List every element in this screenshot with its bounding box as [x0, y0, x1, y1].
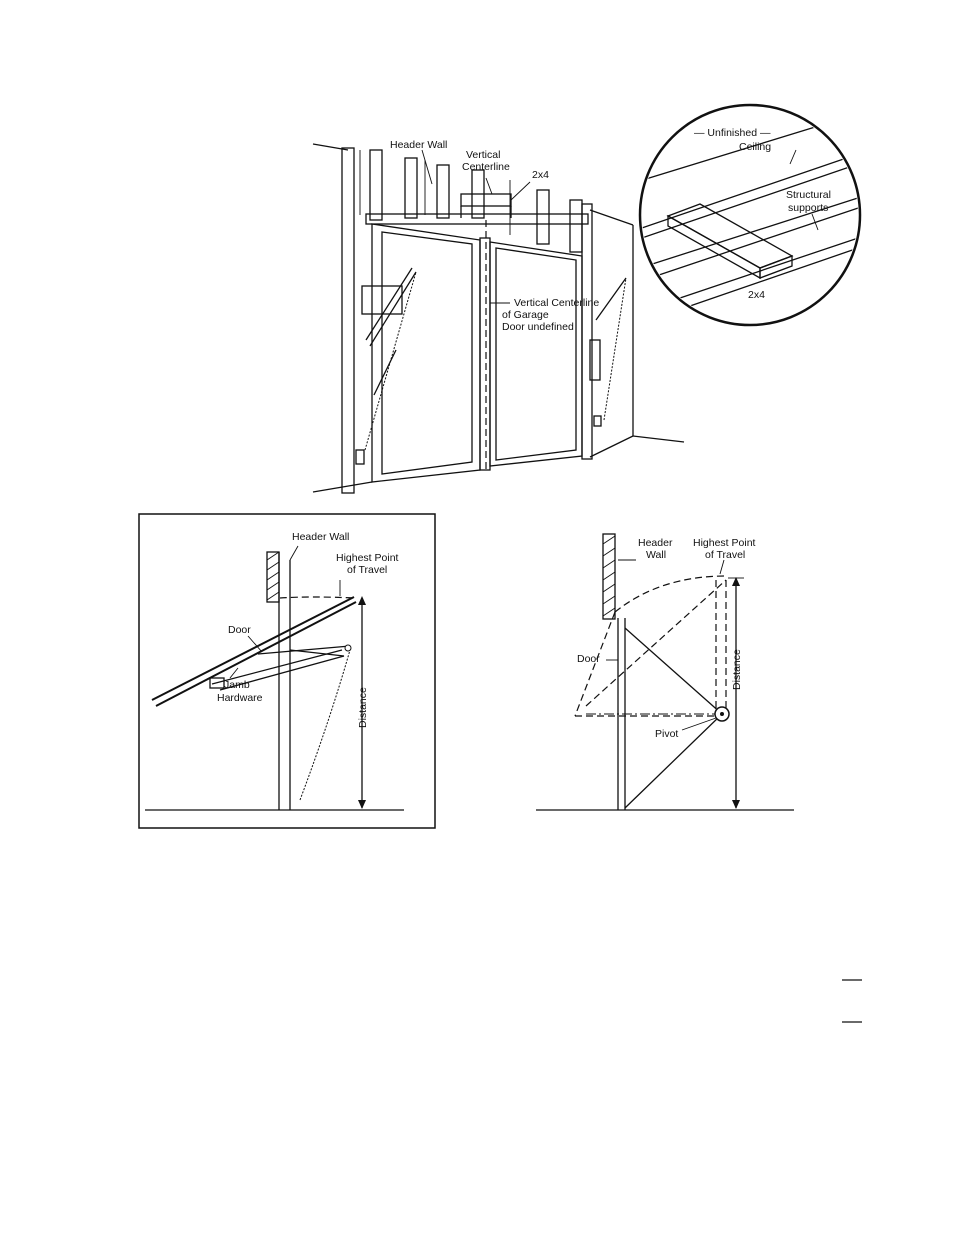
left-jamb-hardware: [356, 268, 416, 464]
label-right-distance: Distance: [731, 649, 743, 690]
label-unfinished: — Unfinished —: [694, 127, 771, 139]
pivot-diagram: Header Wall Highest Point of Travel Door…: [536, 534, 794, 810]
label-structural: Structural: [786, 189, 831, 201]
label-right-highest: Highest Point: [693, 537, 756, 549]
label-left-header-wall: Header Wall: [292, 531, 349, 543]
label-2x4-main: 2x4: [532, 169, 549, 181]
label-2x4-inset: 2x4: [748, 289, 765, 301]
jamb-hardware-diagram: Header Wall Highest Point of Travel Door…: [139, 514, 435, 828]
label-left-travel: of Travel: [347, 564, 387, 576]
label-left-distance: Distance: [357, 687, 369, 728]
label-right-wall: Wall: [646, 549, 666, 561]
label-right-travel: of Travel: [705, 549, 745, 561]
label-left-jamb: Jamb: [224, 679, 250, 691]
label-ceiling: Ceiling: [739, 141, 771, 153]
label-supports: supports: [788, 202, 828, 214]
label-right-door: Door: [577, 653, 600, 665]
label-left-door: Door: [228, 624, 251, 636]
garage-door: [372, 220, 582, 482]
label-right-pivot: Pivot: [655, 728, 678, 740]
label-right-header: Header: [638, 537, 673, 549]
label-header-wall: Header Wall: [390, 139, 447, 151]
ceiling-detail-inset: — Unfinished — Ceiling Structural suppor…: [636, 105, 864, 325]
label-left-hardware: Hardware: [217, 692, 263, 704]
label-left-highest: Highest Point: [336, 552, 399, 564]
